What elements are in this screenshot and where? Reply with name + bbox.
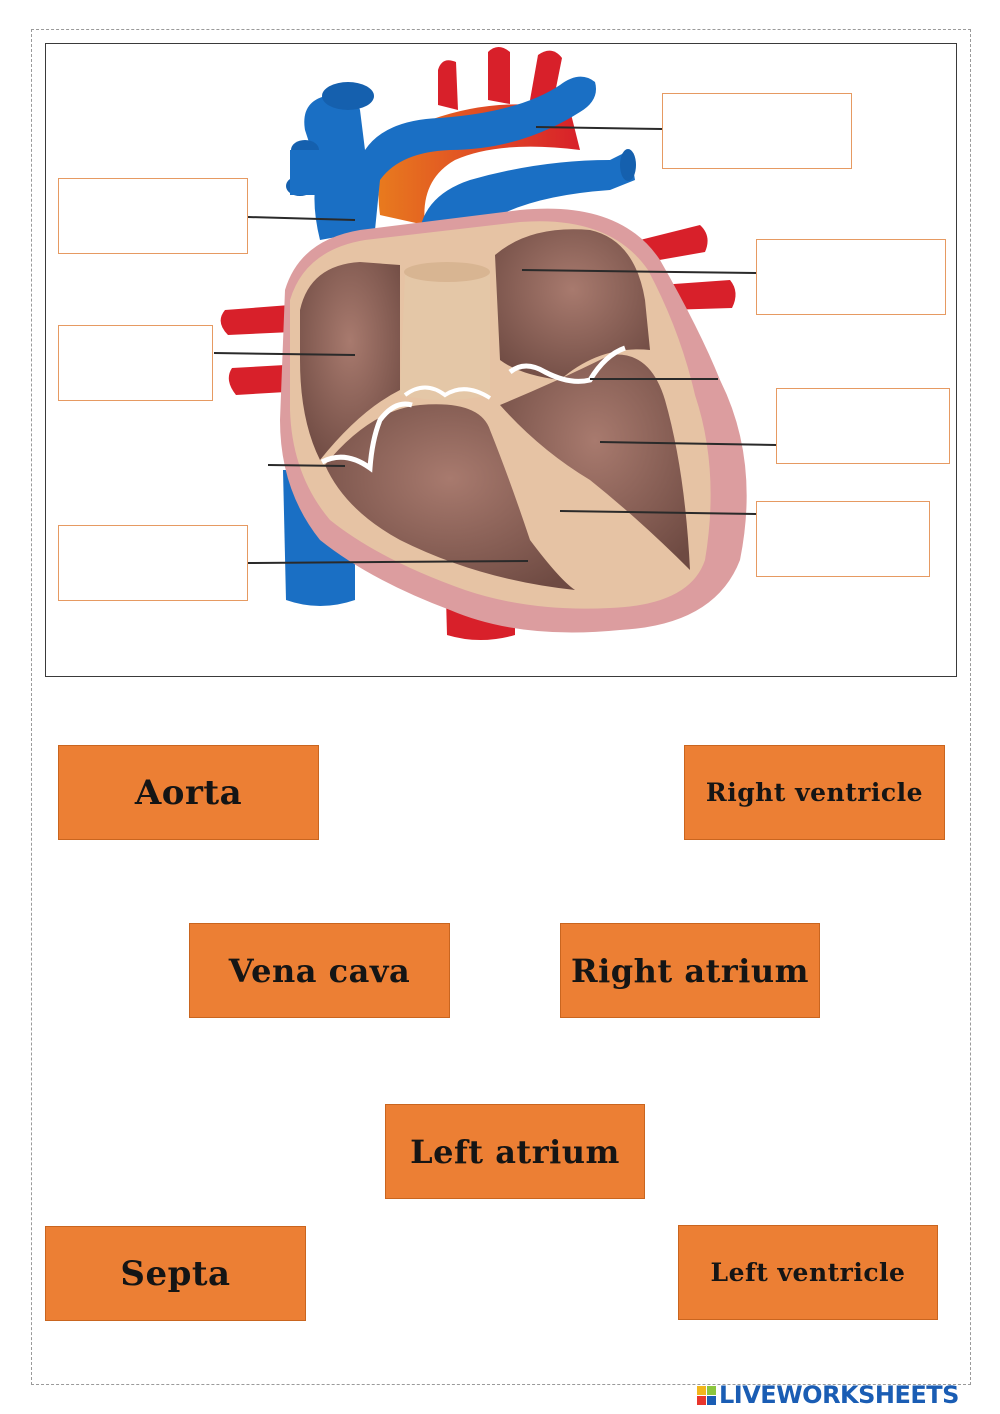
artery-branch-1: [438, 60, 458, 110]
answer-box-upper-right[interactable]: [756, 239, 946, 315]
pulmonary-vein-3: [220, 305, 292, 335]
word-card-right-ventricle[interactable]: Right ventricle: [684, 745, 945, 840]
aortic-valve: [403, 385, 492, 400]
brand-name: LIVEWORKSHEETS: [719, 1381, 959, 1409]
tricuspid-valve: [320, 401, 413, 473]
pulmonary-vein-1: [640, 225, 708, 262]
aorta-root: [400, 266, 490, 400]
heart-illustration: [213, 47, 777, 640]
left-atrium-chamber: [495, 229, 650, 380]
answer-box-mid-left[interactable]: [58, 325, 213, 401]
leader-lines: [213, 126, 777, 564]
worksheet-border: [31, 29, 971, 1385]
word-card-left-ventricle[interactable]: Left ventricle: [678, 1225, 938, 1320]
left-ventricle-chamber: [500, 354, 690, 570]
liveworksheets-brand: LIVEWORKSHEETS: [697, 1381, 959, 1409]
mitral-valve: [508, 345, 626, 384]
answer-box-lower-left[interactable]: [58, 525, 248, 601]
word-card-aorta[interactable]: Aorta: [58, 745, 319, 840]
word-card-vena-cava[interactable]: Vena cava: [189, 923, 450, 1018]
word-card-septa[interactable]: Septa: [45, 1226, 306, 1321]
pulmonary-vein-4: [228, 365, 286, 395]
answer-box-mid-right[interactable]: [776, 388, 950, 464]
liveworksheets-logo-icon: [697, 1385, 716, 1405]
artery-branch-2: [488, 47, 510, 104]
superior-vena-cava: [304, 76, 596, 241]
right-atrium-chamber: [300, 262, 400, 460]
answer-box-upper-left[interactable]: [58, 178, 248, 254]
word-card-left-atrium[interactable]: Left atrium: [385, 1104, 645, 1199]
word-card-right-atrium[interactable]: Right atrium: [560, 923, 820, 1018]
answer-box-top-right[interactable]: [662, 93, 852, 169]
right-ventricle-chamber: [325, 404, 575, 590]
answer-box-lower-right[interactable]: [756, 501, 930, 577]
